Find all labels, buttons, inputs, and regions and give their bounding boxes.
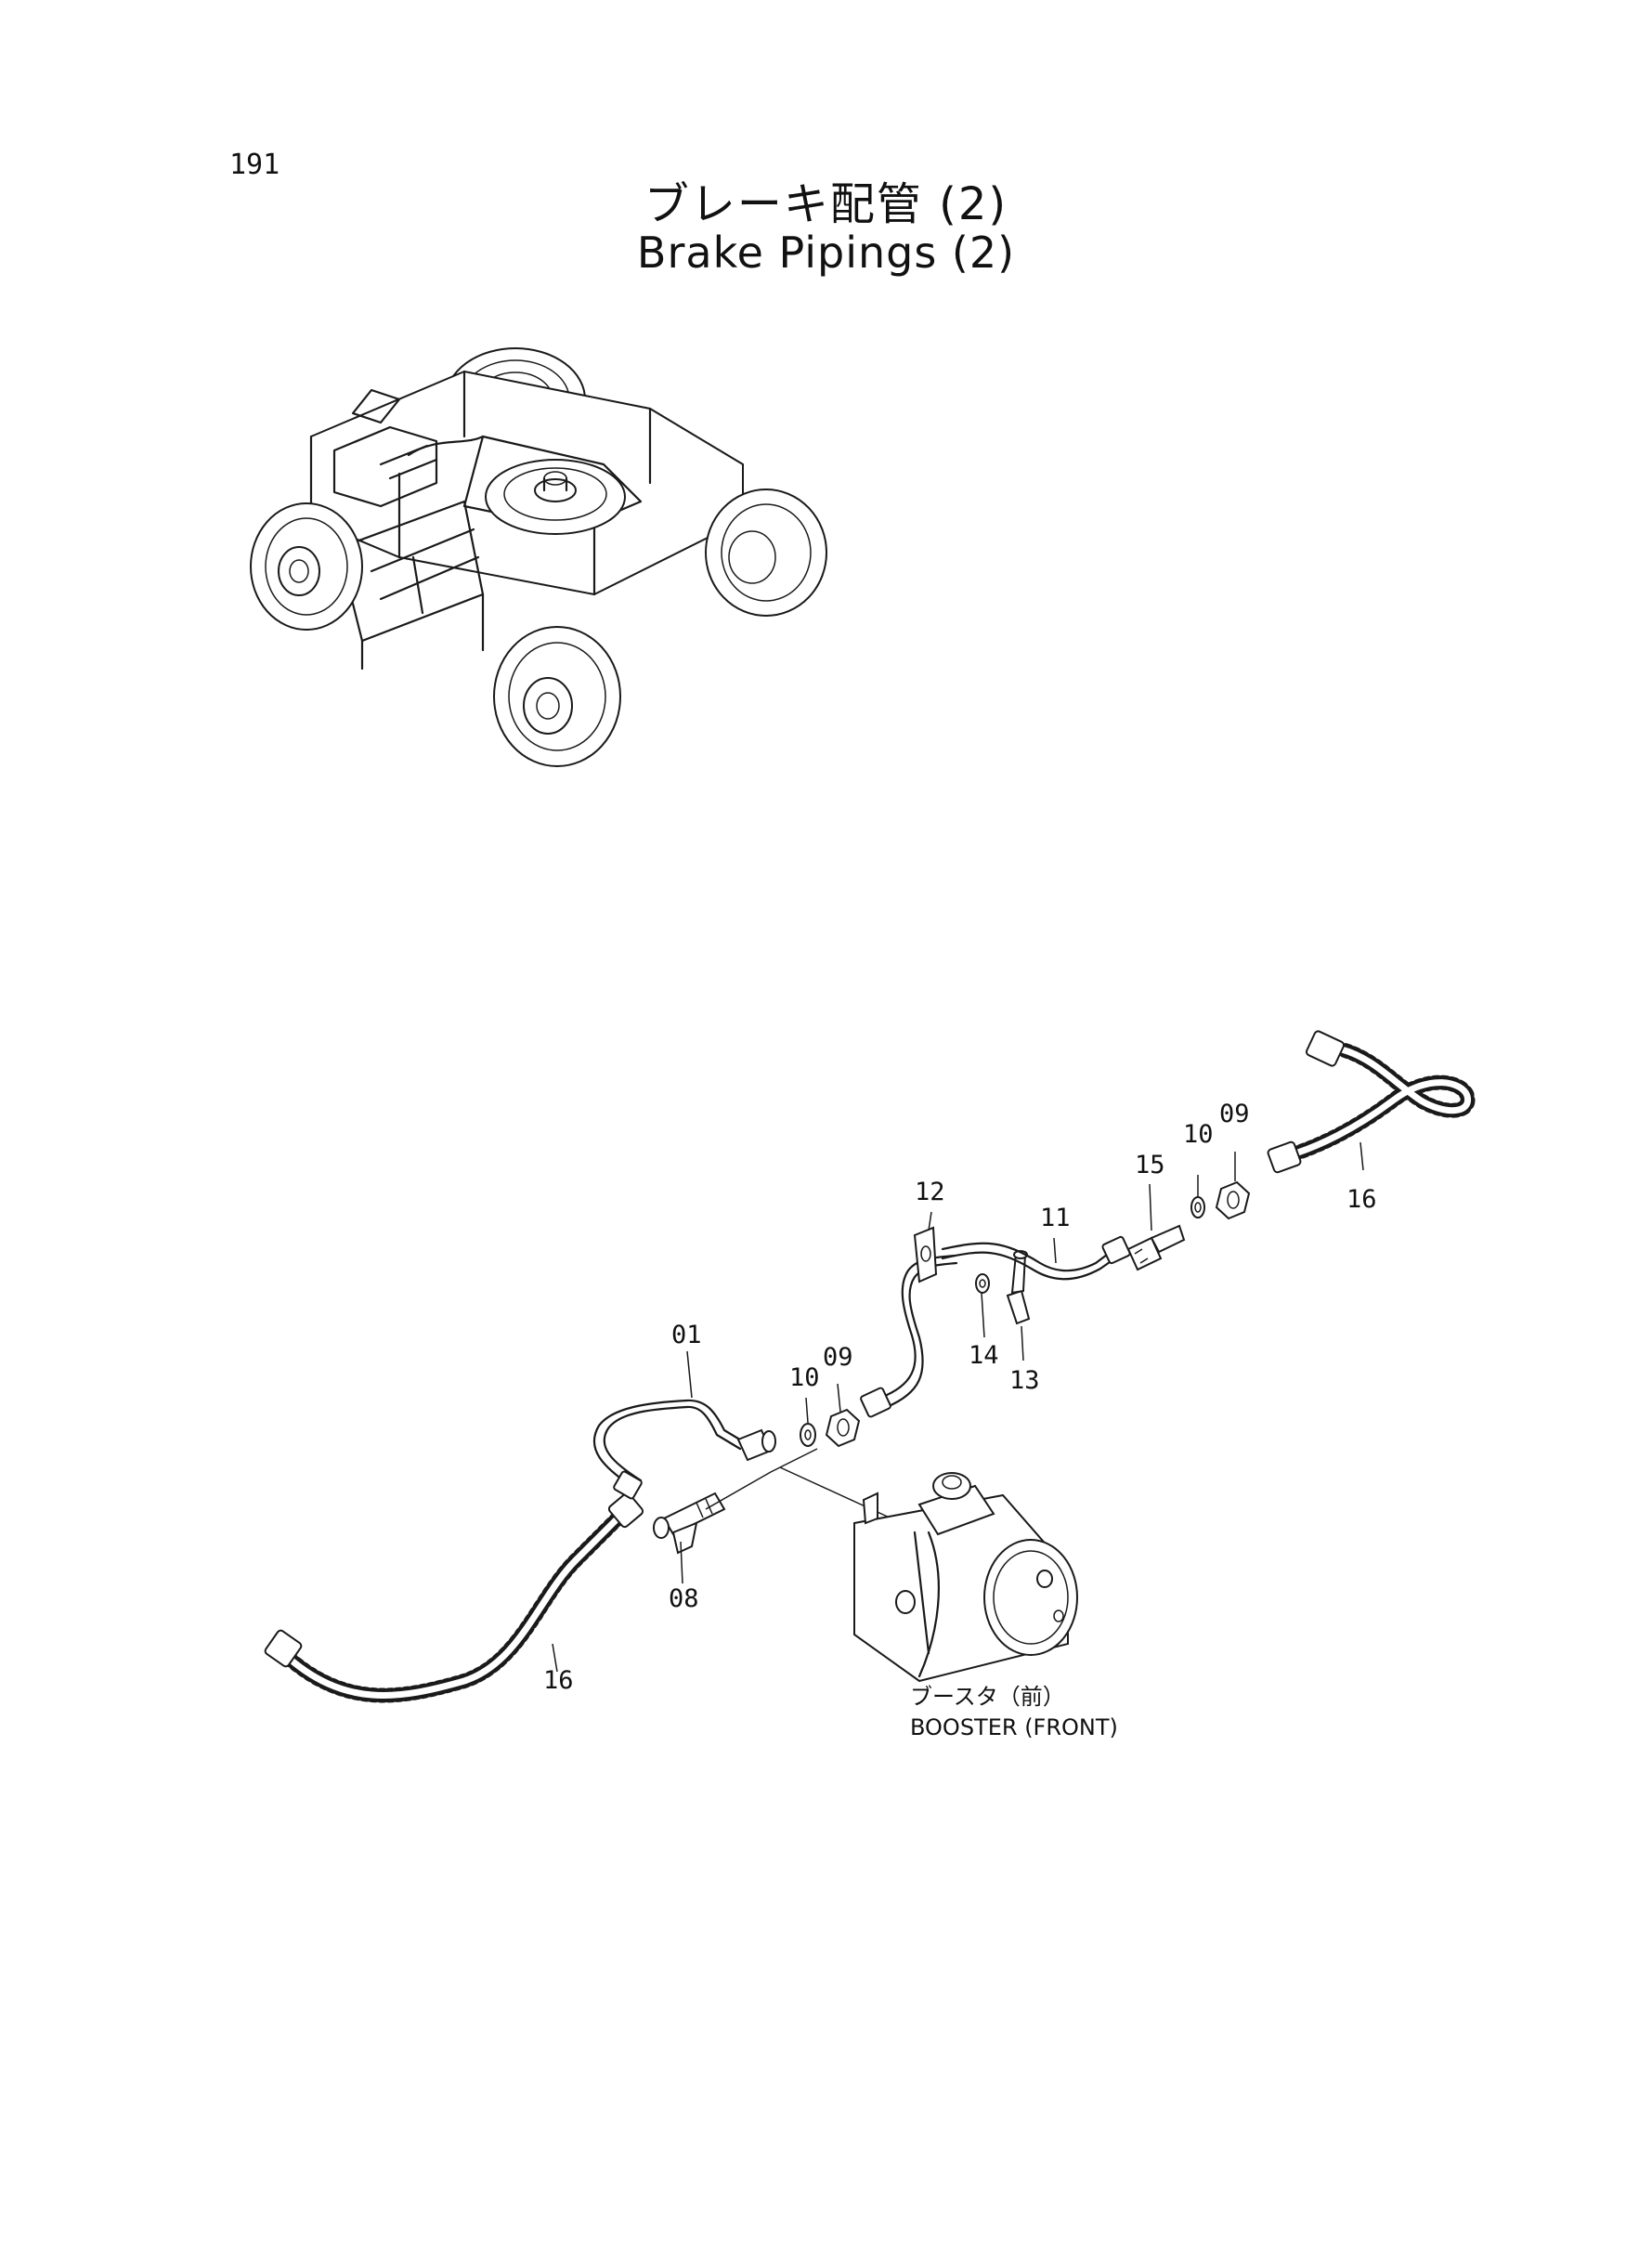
callout-08: 08 — [669, 1584, 699, 1613]
nut-09-upper — [1215, 1180, 1251, 1220]
hose-16-left — [264, 1492, 644, 1703]
callout-15: 15 — [1135, 1151, 1165, 1179]
tee-fitting-08 — [653, 1492, 726, 1555]
booster-label-english: BOOSTER (FRONT) — [910, 1714, 1118, 1740]
callout-09-lower: 09 — [823, 1343, 853, 1372]
pipe-center — [860, 1254, 958, 1418]
wheel-rear-right — [705, 489, 827, 617]
callout-01: 01 — [671, 1321, 702, 1349]
callout-12: 12 — [915, 1178, 945, 1206]
wheel-front-left — [250, 502, 363, 631]
chassis-overview-drawing — [250, 347, 827, 767]
callout-13: 13 — [1009, 1366, 1040, 1395]
washer-10-upper — [1190, 1196, 1205, 1218]
pipe-11 — [941, 1235, 1131, 1281]
callout-10-lower: 10 — [789, 1363, 820, 1392]
callout-16-left: 16 — [543, 1666, 574, 1695]
hose-16-right — [1267, 1030, 1476, 1174]
clamp-12 — [913, 1226, 938, 1283]
booster-front: ブースタ（前） BOOSTER (FRONT) — [853, 1472, 1118, 1740]
callout-09-upper: 09 — [1219, 1100, 1250, 1128]
callout-11: 11 — [1040, 1204, 1071, 1232]
callout-10-upper: 10 — [1183, 1120, 1214, 1149]
pipe-01 — [592, 1399, 776, 1500]
washer-14 — [975, 1273, 990, 1294]
wheel-front-right — [493, 626, 621, 767]
callout-16-right: 16 — [1346, 1185, 1377, 1214]
page-number: 191 — [229, 149, 280, 181]
callout-labels: 01 08 10 09 12 14 13 11 15 10 09 16 16 — [543, 1100, 1377, 1695]
leader-lines — [552, 1141, 1364, 1673]
title-english: Brake Pipings (2) — [636, 228, 1016, 278]
connector-15 — [1126, 1224, 1186, 1271]
callout-14: 14 — [969, 1341, 999, 1370]
turntable — [485, 459, 626, 535]
title-japanese: ブレーキ配管 (2) — [644, 178, 1008, 230]
nut-09-lower — [825, 1408, 861, 1448]
booster-label-japanese: ブースタ（前） — [910, 1684, 1065, 1710]
washer-10-lower — [800, 1423, 816, 1447]
